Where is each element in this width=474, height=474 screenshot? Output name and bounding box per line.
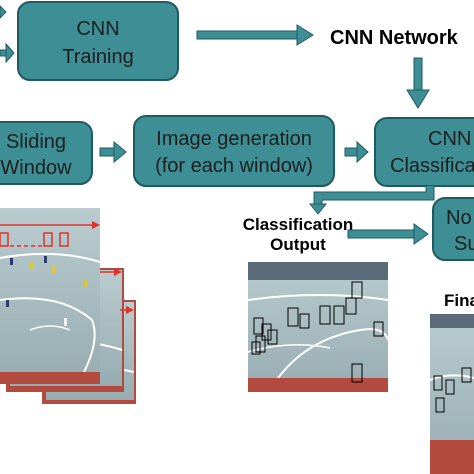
classification-output-label-line2: Output <box>270 235 326 254</box>
arrow-generation-to-classification <box>344 140 369 164</box>
sliding-window-markers <box>0 221 134 314</box>
cnn-network-label: CNN Network <box>330 27 459 49</box>
cnn-classification-label-line1: CNN <box>428 128 471 150</box>
arrow-output-to-nms <box>347 223 429 245</box>
classification-output-label-line1: Classification <box>243 215 354 234</box>
image-generation-box: Image generation (for each window) <box>133 115 335 187</box>
court-image-front <box>0 208 101 384</box>
arrow-network-to-classification <box>406 57 430 109</box>
players <box>6 256 87 326</box>
nms-label-line2: Su <box>454 233 474 255</box>
arrow-training-to-network <box>196 24 314 46</box>
cnn-training-box: CNN Training <box>17 1 179 81</box>
input-arrow-bottom <box>0 42 15 64</box>
cnn-training-label-line2: Training <box>62 46 134 68</box>
final-detection-boxes <box>433 367 472 413</box>
sliding-window-label-line1: Sliding <box>6 131 66 153</box>
detection-boxes <box>251 281 384 383</box>
cnn-classification-box: CNN Classifica <box>374 117 474 187</box>
image-generation-label-line2: (for each window) <box>155 155 313 177</box>
sliding-window-label-line2: Window <box>0 157 72 179</box>
final-label: Fina <box>444 291 474 310</box>
cnn-classification-label-line2: Classifica <box>390 155 474 177</box>
cnn-training-label-line1: CNN <box>76 18 119 40</box>
arrow-classification-to-output <box>308 186 435 215</box>
sliding-window-box: Sliding Window <box>0 121 93 185</box>
final-output-image <box>429 314 474 474</box>
arrow-window-to-generation <box>99 140 127 164</box>
input-arrow-top <box>0 5 7 19</box>
image-generation-label-line1: Image generation <box>156 128 312 150</box>
classification-output-image <box>247 262 389 392</box>
nms-label-line1: No <box>446 207 472 229</box>
nms-box: No Su <box>432 197 474 261</box>
sliding-window-images <box>0 208 136 404</box>
